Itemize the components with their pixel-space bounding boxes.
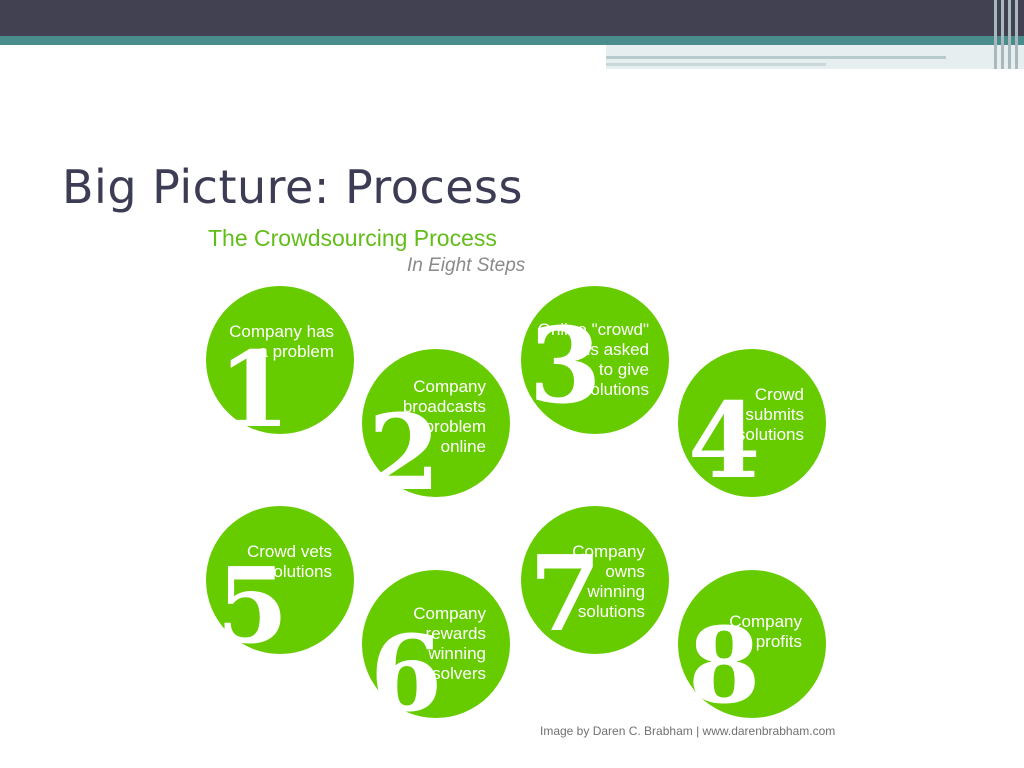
step-number: 7 [529,532,602,655]
step-number: 2 [368,391,441,514]
step-3-circle: 3 Online "crowd" is asked to give soluti… [521,286,669,434]
step-8-circle: 8 Company profits [678,570,826,718]
image-credit: Image by Daren C. Brabham | www.darenbra… [540,724,836,738]
step-number: 3 [529,304,602,427]
step-label: Crowd vets solutions [246,542,332,581]
step-number: 1 [218,328,291,451]
step-number: 6 [370,612,443,735]
step-label: Company broadcasts problem online [402,377,486,456]
step-number: 4 [688,379,761,502]
step-1-circle: 1 Company has a problem [206,286,354,442]
step-label: Company rewards winning solvers [413,604,486,683]
diagram-subtitle: In Eight Steps [407,255,526,276]
step-5-circle: 5 Crowd vets solutions [206,506,354,658]
slide-title: Big Picture: Process [62,160,523,214]
header-accent-line [606,63,826,66]
step-number: 5 [216,544,289,667]
header-accent-bar [0,36,1024,45]
step-6-circle: 6 Company rewards winning solvers [362,570,510,726]
step-label: Company owns winning solutions [572,542,645,621]
step-number: 8 [688,604,761,727]
step-label: Company profits [729,612,802,651]
header-accent-line [606,56,946,59]
step-4-circle: 4 Crowd submits solutions [678,349,826,497]
step-2-circle: 2 Company broadcasts problem online [362,349,510,505]
diagram-title: The Crowdsourcing Process [208,225,497,251]
step-label: Company has a problem [229,322,334,361]
header-stripes [990,0,1024,69]
step-label: Online "crowd" is asked to give solution… [537,320,649,399]
step-label: Crowd submits solutions [736,385,804,444]
header-bar [0,0,1024,36]
step-7-circle: 7 Company owns winning solutions [521,506,669,654]
